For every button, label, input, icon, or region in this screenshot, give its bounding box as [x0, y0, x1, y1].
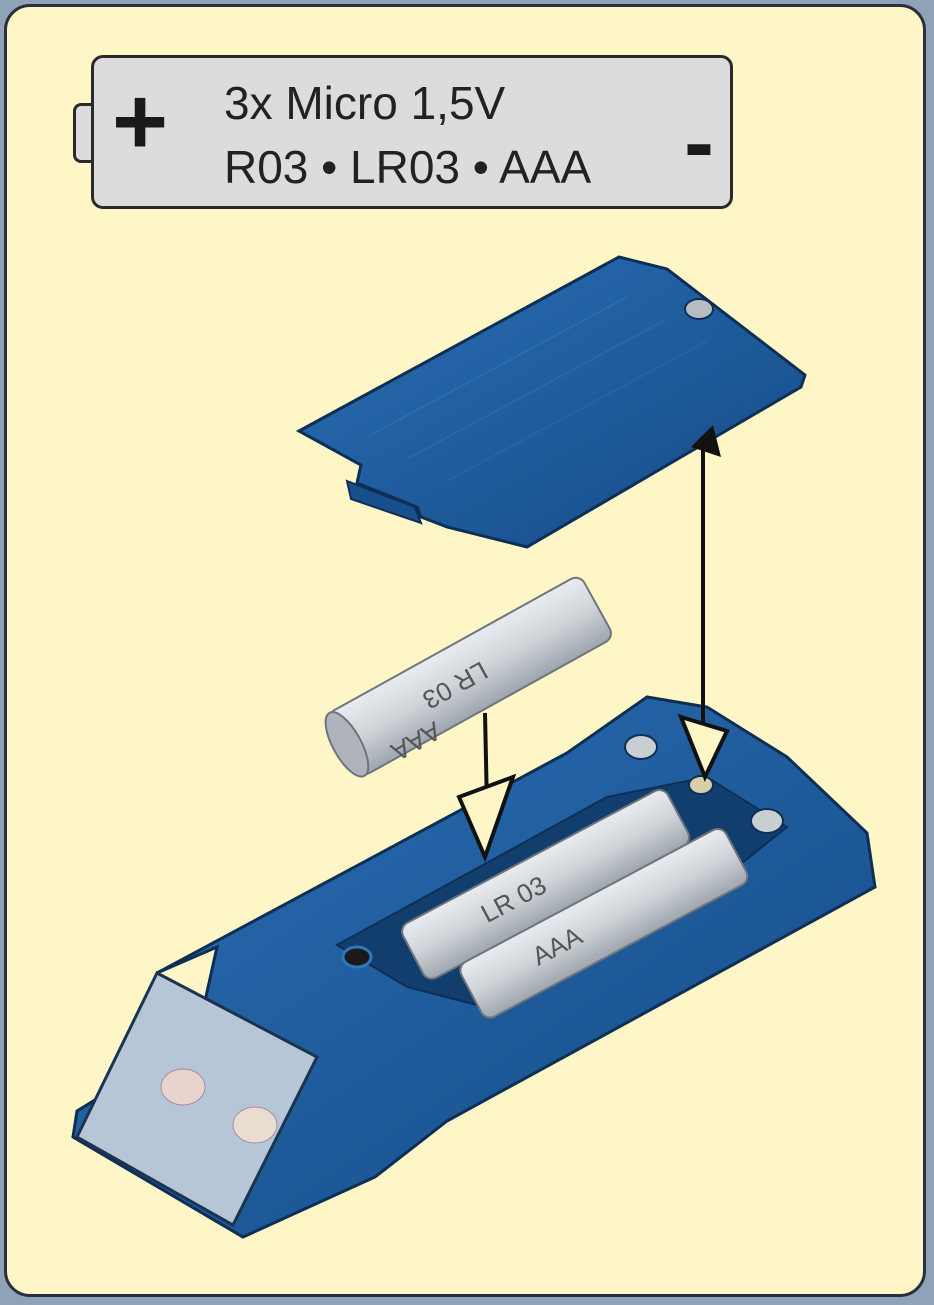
plus-pole-symbol: + — [112, 68, 169, 175]
insert-battery-arrow — [456, 712, 517, 863]
minus-pole-symbol: - — [684, 93, 714, 193]
housing-screw-hole-2 — [688, 775, 714, 795]
battery-install-illustration: LR 03 AAA LR 03 AAA — [71, 255, 877, 1239]
battery-spec-line-1: 3x Micro 1,5V — [224, 77, 506, 129]
battery-cover — [295, 255, 807, 549]
cover-screw-hole — [684, 298, 714, 320]
housing-screw-hole-1 — [624, 734, 658, 760]
installed-battery-cell-2: AAA — [459, 828, 749, 1019]
housing-screw-hole-3 — [750, 808, 784, 834]
device-housing: LR 03 AAA — [71, 695, 877, 1239]
battery-spec-label: + 3x Micro 1,5V R03 • LR03 • AAA - — [73, 55, 737, 213]
cover-alignment-arrow — [677, 425, 730, 782]
battery-terminal-nub — [73, 103, 95, 163]
instruction-panel: + 3x Micro 1,5V R03 • LR03 • AAA - — [4, 4, 926, 1297]
battery-label-body: + 3x Micro 1,5V R03 • LR03 • AAA - — [91, 55, 733, 209]
loose-battery-cell: LR 03 AAA — [324, 576, 612, 778]
housing-socket — [341, 945, 373, 969]
battery-spec-line-2: R03 • LR03 • AAA — [224, 141, 592, 193]
installed-battery-cell-1: LR 03 — [401, 789, 691, 980]
